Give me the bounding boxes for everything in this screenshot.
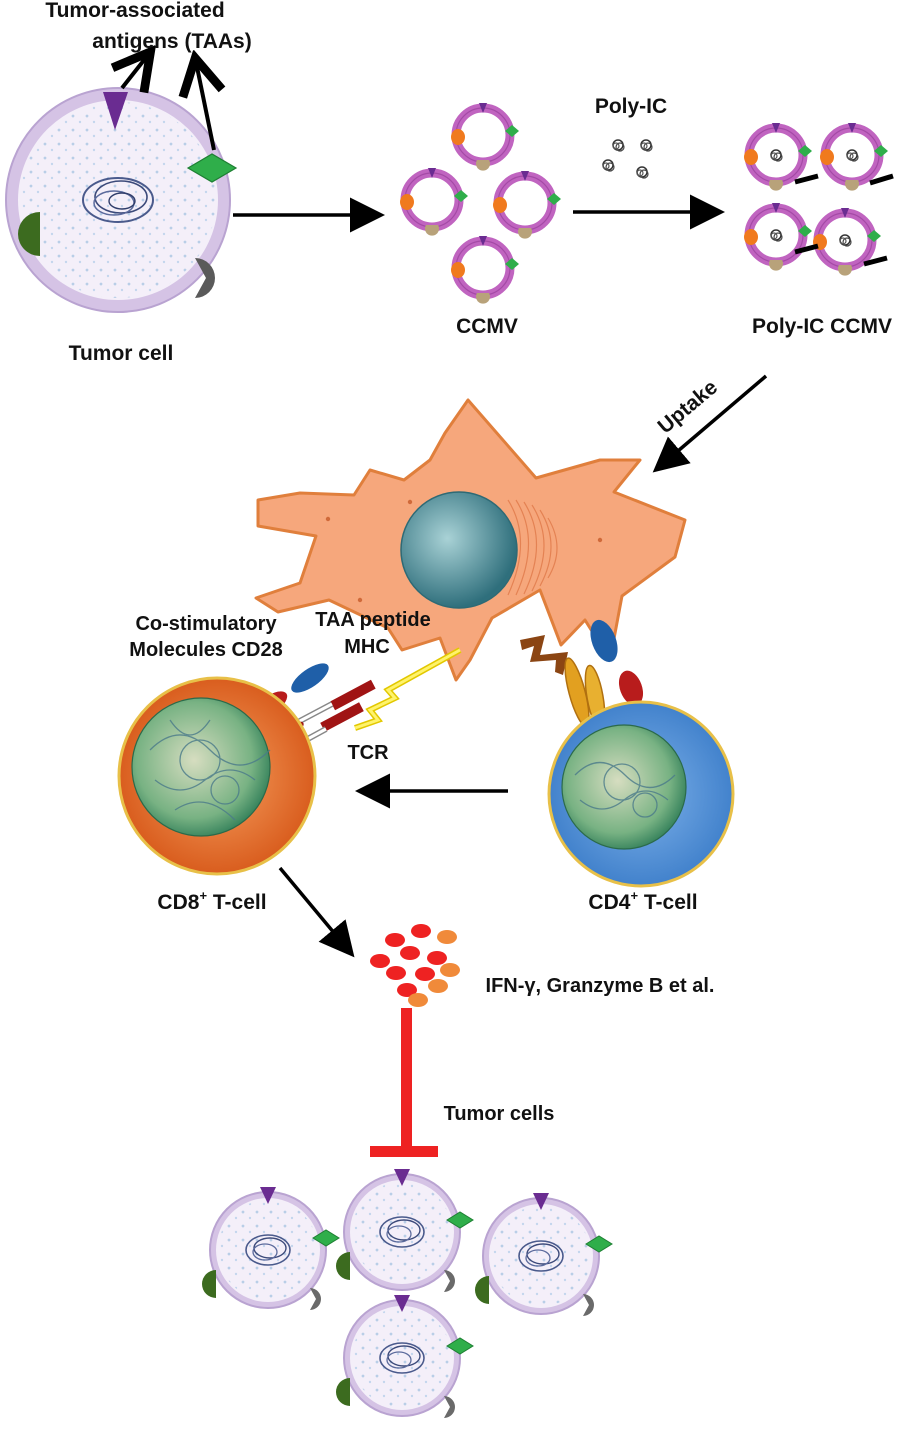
label-uptake: Uptake <box>654 376 722 439</box>
dendritic-cell <box>254 398 687 682</box>
cd8-t-cell <box>117 676 317 876</box>
label-tcr: TCR <box>347 742 389 764</box>
antigen-purple-triangle <box>103 92 128 130</box>
dc-er-stripes <box>507 499 558 596</box>
tumor-cell-small-4 <box>335 1294 474 1419</box>
label-taa-line1: Tumor-associated <box>45 0 224 22</box>
label-costim-line1: Co-stimulatory <box>135 613 277 635</box>
arrow-uptake <box>652 374 768 473</box>
cd4-lightning <box>520 635 568 675</box>
label-poly-ic: Poly-IC <box>595 95 667 118</box>
antigen-green-diamond <box>186 153 238 183</box>
arrow-purple-antigen <box>122 55 148 88</box>
label-taa-peptide: TAA peptide <box>315 609 431 631</box>
arrow-green-antigen <box>196 62 214 151</box>
costim-blue <box>291 663 329 693</box>
label-tumor-cells: Tumor cells <box>444 1103 555 1125</box>
polyic-ccmv-group <box>744 123 894 276</box>
label-poly-ic-ccmv: Poly-IC CCMV <box>752 315 892 338</box>
label-mhc: MHC <box>344 636 390 658</box>
cytokine-cluster <box>370 924 460 1007</box>
tumor-cell-main <box>5 55 238 313</box>
label-costim-line2: Molecules CD28 <box>129 639 282 661</box>
label-taa-line2: antigens (TAAs) <box>92 30 251 53</box>
tumor-cell-small-2 <box>335 1168 474 1293</box>
antigen-gray-pacman <box>195 258 215 298</box>
tumor-cell-small-3 <box>474 1192 613 1317</box>
antigen-darkgreen-half <box>18 212 40 256</box>
inhibition-bar <box>370 1008 438 1157</box>
ccmv-capsid-group <box>400 103 561 304</box>
poly-ic-particles <box>602 139 653 179</box>
cd4-blue-receptor <box>590 619 618 663</box>
label-cd4-t-cell: CD4+ T-cell <box>588 888 697 914</box>
cd4-red-receptor <box>618 670 644 706</box>
label-ccmv: CCMV <box>456 315 518 338</box>
dc-nucleus <box>400 491 518 609</box>
label-tumor-cell: Tumor cell <box>69 342 174 365</box>
tumor-cell-small-1 <box>201 1186 340 1311</box>
label-cytokines: IFN-γ, Granzyme B et al. <box>486 975 715 997</box>
label-cd8-t-cell: CD8+ T-cell <box>157 888 266 914</box>
mhc-tcr-complex <box>282 647 462 752</box>
tumor-nucleus <box>82 177 154 223</box>
arrow-cd8-to-cytokines <box>278 866 355 958</box>
cd4-t-cell <box>547 700 735 888</box>
